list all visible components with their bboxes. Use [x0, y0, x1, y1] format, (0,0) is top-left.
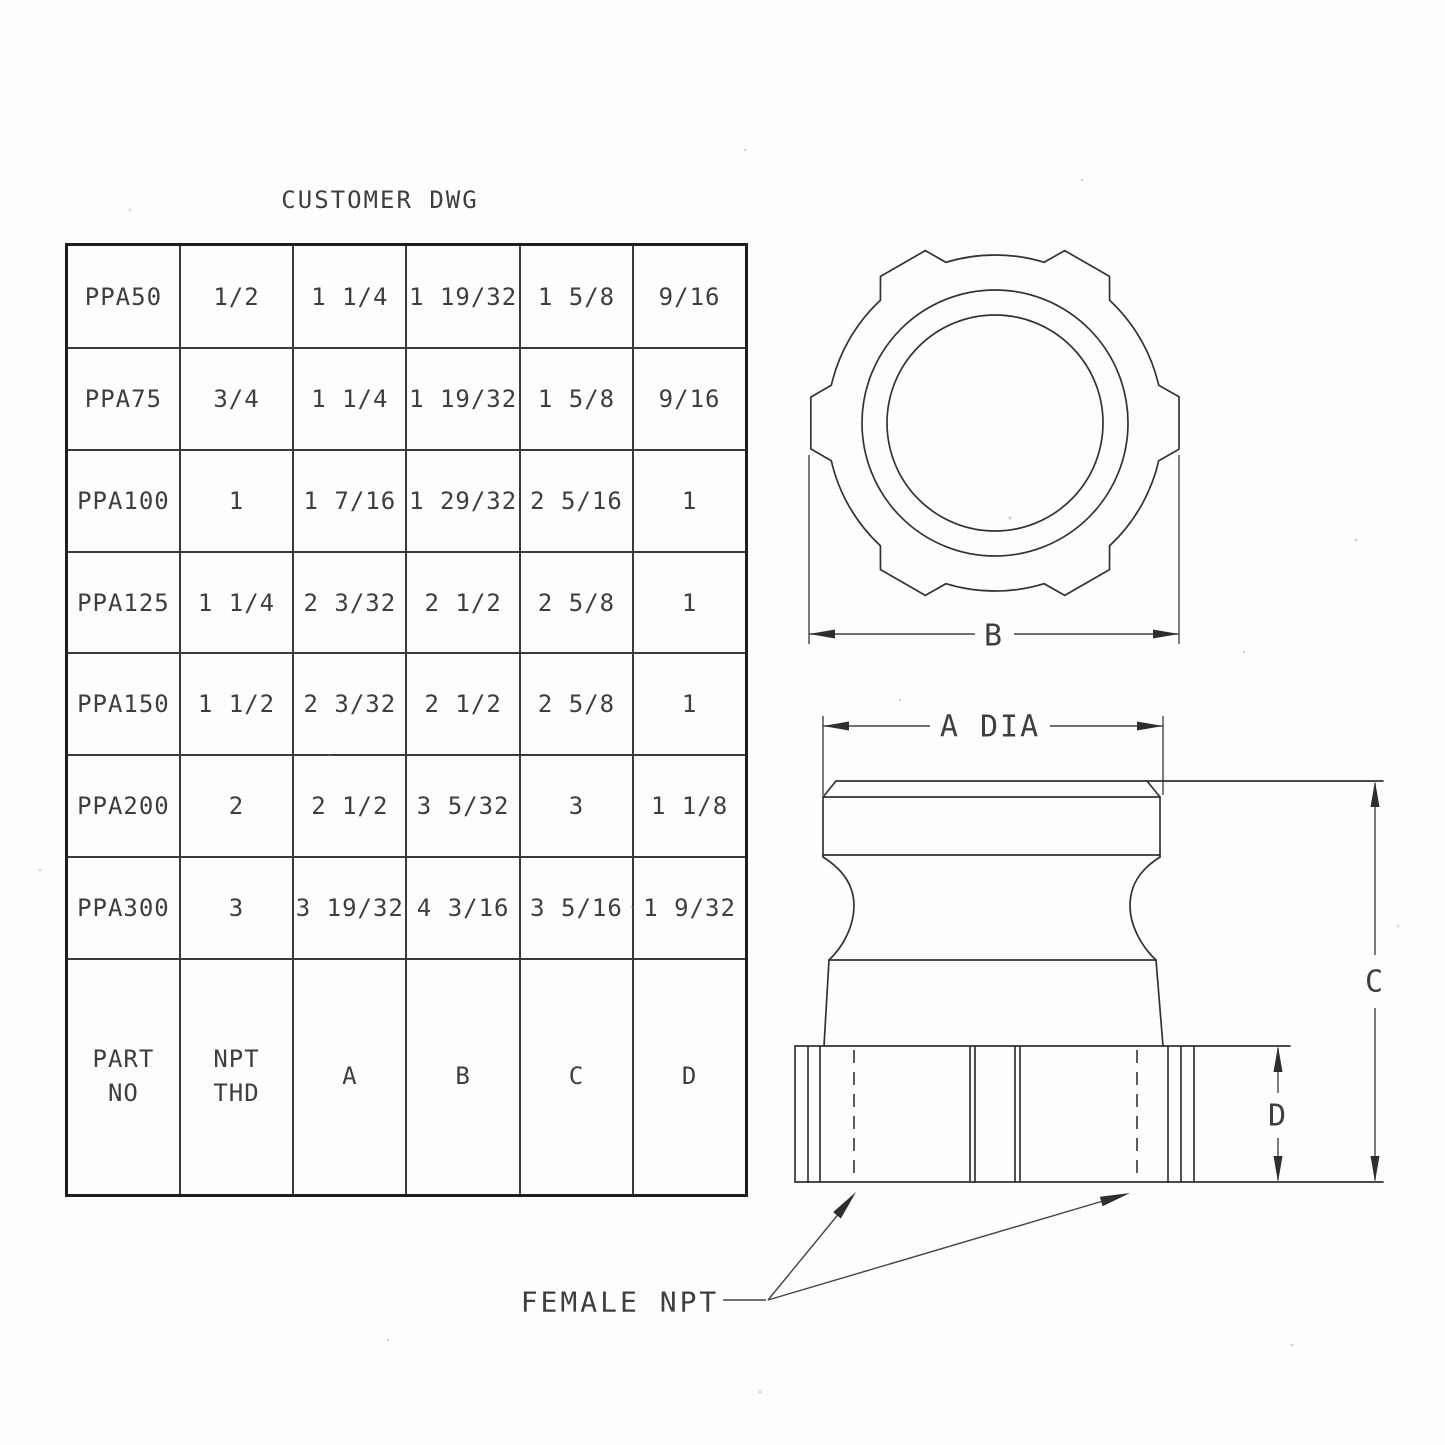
arrowhead: [1370, 1156, 1380, 1182]
table-cell: 1 1/4: [292, 347, 408, 451]
table-header-row: PART NO NPT THD A B C D: [65, 957, 748, 1197]
dimension-c: C: [1365, 781, 1385, 1182]
table-row: PPA300 3 3 19/32 4 3/16 3 5/16 1 9/32: [65, 856, 748, 960]
side-view-adapter: A DIA: [521, 710, 1385, 1319]
table-cell: PPA200: [65, 754, 181, 859]
table-cell: 1/2: [178, 243, 295, 350]
adapter-body: [823, 959, 1164, 1047]
dimension-d: D: [1268, 1046, 1288, 1182]
table-cell: 9/16: [632, 243, 748, 350]
table-row: PPA75 3/4 1 1/4 1 19/32 1 5/8 9/16: [65, 347, 748, 451]
table-cell: 3 5/32: [405, 754, 521, 859]
arrowhead: [1370, 781, 1380, 807]
table-cell: 2 5/16: [518, 448, 635, 553]
table-cell: 2 3/32: [292, 652, 408, 757]
waist-curve-left: [822, 856, 855, 961]
arrowhead: [833, 1192, 856, 1219]
arrowhead: [1099, 1193, 1130, 1207]
arrowhead: [1273, 1156, 1283, 1182]
table-cell: 1 1/4: [292, 243, 408, 350]
table-cell: 9/16: [632, 347, 748, 451]
table-cell: 1: [178, 448, 295, 553]
female-npt-callout: FEMALE NPT: [521, 1192, 1130, 1319]
table-cell: 2 5/8: [518, 652, 635, 757]
table-cell: PPA100: [65, 448, 181, 553]
table-cell: 2 1/2: [405, 652, 521, 757]
cam-groove-waist: [822, 856, 1161, 961]
table-cell: PPA300: [65, 856, 181, 960]
scan-speckles: [38, 148, 1400, 1394]
table-row: PPA150 1 1/2 2 3/32 2 1/2 2 5/8 1: [65, 652, 748, 757]
adapter-head: [822, 780, 1384, 858]
table-header-cell: D: [632, 957, 748, 1197]
table-cell: 1 7/16: [292, 448, 408, 553]
table-row: PPA100 1 1 7/16 1 29/32 2 5/16 1: [65, 448, 748, 553]
dim-a-label: A DIA: [940, 710, 1040, 745]
top-view-coupler-nut: B: [808, 249, 1180, 654]
table-header-cell: PART NO: [65, 957, 181, 1197]
table-cell: 1 29/32: [405, 448, 521, 553]
table-cell: 1 1/8: [632, 754, 748, 859]
table-header-cell: NPT THD: [178, 957, 295, 1197]
table-header-cell: C: [518, 957, 635, 1197]
locknut-outline: [809, 249, 1180, 597]
table-cell: 3: [518, 754, 635, 859]
table-cell: 1 5/8: [518, 243, 635, 350]
dim-d-label: D: [1268, 1099, 1288, 1134]
table-cell: 1 5/8: [518, 347, 635, 451]
waist-curve-right: [1129, 856, 1161, 961]
leader-line: [767, 1210, 842, 1301]
arrowhead: [1137, 721, 1163, 731]
table-cell: PPA150: [65, 652, 181, 757]
arrowhead: [1273, 1046, 1283, 1072]
arrowhead: [1153, 629, 1179, 639]
head-bevel: [1146, 780, 1161, 798]
table-cell: PPA125: [65, 550, 181, 655]
table-cell: 2: [178, 754, 295, 859]
dim-b-label: B: [984, 619, 1004, 654]
table-cell: 3 5/16: [518, 856, 635, 960]
body-side: [823, 959, 830, 1047]
dimension-b: B: [808, 455, 1180, 654]
table-row: PPA50 1/2 1 1/4 1 19/32 1 5/8 9/16: [65, 243, 748, 350]
npt-flange: [794, 1045, 1384, 1183]
table-cell: 1 1/4: [178, 550, 295, 655]
table-cell: 1 9/32: [632, 856, 748, 960]
female-npt-label: FEMALE NPT: [521, 1286, 720, 1319]
table-cell: 2 5/8: [518, 550, 635, 655]
dim-c-label: C: [1365, 965, 1385, 1000]
table-header-cell: B: [405, 957, 521, 1197]
table-cell: 2 1/2: [292, 754, 408, 859]
table-cell: 1: [632, 550, 748, 655]
arrowhead: [823, 721, 849, 731]
table-cell: 1 1/2: [178, 652, 295, 757]
inner-ring: [861, 289, 1129, 557]
table-cell: 3/4: [178, 347, 295, 451]
table-cell: 3 19/32: [292, 856, 408, 960]
leader-line: [767, 1200, 1104, 1301]
table-cell: 2 1/2: [405, 550, 521, 655]
head-bevel: [822, 780, 837, 798]
drawing-title: CUSTOMER DWG: [281, 186, 479, 214]
table-row: PPA200 2 2 1/2 3 5/32 3 1 1/8: [65, 754, 748, 859]
table-cell: PPA75: [65, 347, 181, 451]
table-cell: 1 19/32: [405, 243, 521, 350]
bore-circle: [886, 314, 1104, 532]
table-cell: 2 3/32: [292, 550, 408, 655]
table-cell: PPA50: [65, 243, 181, 350]
arrowhead: [809, 629, 835, 639]
dimension-table: PPA50 1/2 1 1/4 1 19/32 1 5/8 9/16 PPA75…: [65, 243, 748, 1197]
body-side: [1155, 959, 1164, 1047]
table-cell: 1: [632, 448, 748, 553]
table-row: PPA125 1 1/4 2 3/32 2 1/2 2 5/8 1: [65, 550, 748, 655]
dimension-a-dia: A DIA: [822, 710, 1164, 795]
table-header-cell: A: [292, 957, 408, 1197]
table-cell: 1: [632, 652, 748, 757]
table-cell: 3: [178, 856, 295, 960]
table-cell: 4 3/16: [405, 856, 521, 960]
table-cell: 1 19/32: [405, 347, 521, 451]
